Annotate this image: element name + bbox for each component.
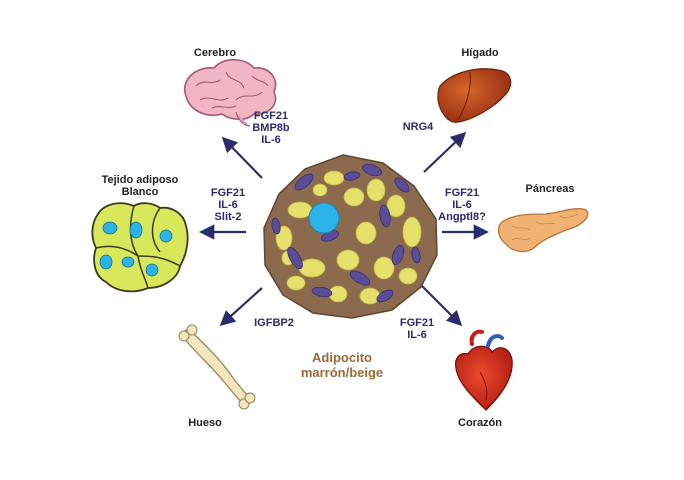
arrow-to-bone [219,287,263,327]
factor-heart-1: FGF21 [399,317,435,329]
label-pancreas: Páncreas [525,183,575,195]
bone-icon [178,324,256,410]
white-fat-icon [91,202,189,293]
label-heart: Corazón [458,417,502,429]
heart-icon [454,329,513,411]
factor-pancreas-3: Angptl8? [438,211,486,223]
factor-white-fat-1: FGF21 [210,187,246,199]
label-brain: Cerebro [193,47,237,59]
mitochondria [271,163,421,303]
adipocyte-caption: Adipocito marrón/beige [290,350,394,380]
adipocyte-caption-line1: Adipocito [312,350,372,365]
factor-pancreas-2: IL-6 [452,199,472,211]
factors-liver: NRG4 [393,121,443,133]
label-white-fat-line1: Tejido adiposo [101,174,179,186]
factor-brain-1: FGF21 [253,110,289,122]
adipocyte-caption-line2: marrón/beige [300,365,384,380]
factors-brain: FGF21 BMP8b IL-6 [246,110,296,146]
arrow-to-brain [221,136,263,179]
arrow-to-liver [423,131,467,173]
label-white-fat: Tejido adiposo Blanco [90,174,190,198]
factors-bone: IGFBP2 [246,317,302,329]
brown-adipocyte [263,154,438,319]
liver-icon [437,68,512,123]
pancreas-icon [497,208,589,253]
arrow-to-heart [421,285,463,327]
label-bone: Hueso [188,417,222,429]
label-liver: Hígado [461,47,499,59]
factor-white-fat-2: IL-6 [218,199,238,211]
factors-pancreas: FGF21 IL-6 Angptl8? [432,187,492,223]
factor-brain-3: IL-6 [261,134,281,146]
lipid-droplets [275,170,422,305]
brain-icon [183,58,277,127]
factors-white-fat: FGF21 IL-6 Slit-2 [203,187,253,223]
factor-pancreas-1: FGF21 [444,187,480,199]
factor-white-fat-3: Slit-2 [214,211,242,223]
nucleus [308,202,340,234]
factor-brain-2: BMP8b [252,122,290,134]
label-white-fat-line2: Blanco [121,186,159,198]
factors-heart: FGF21 IL-6 [392,317,442,341]
factor-liver-1: NRG4 [402,121,434,133]
factor-heart-2: IL-6 [407,329,427,341]
factor-bone-1: IGFBP2 [254,317,294,329]
arrows [198,131,490,327]
